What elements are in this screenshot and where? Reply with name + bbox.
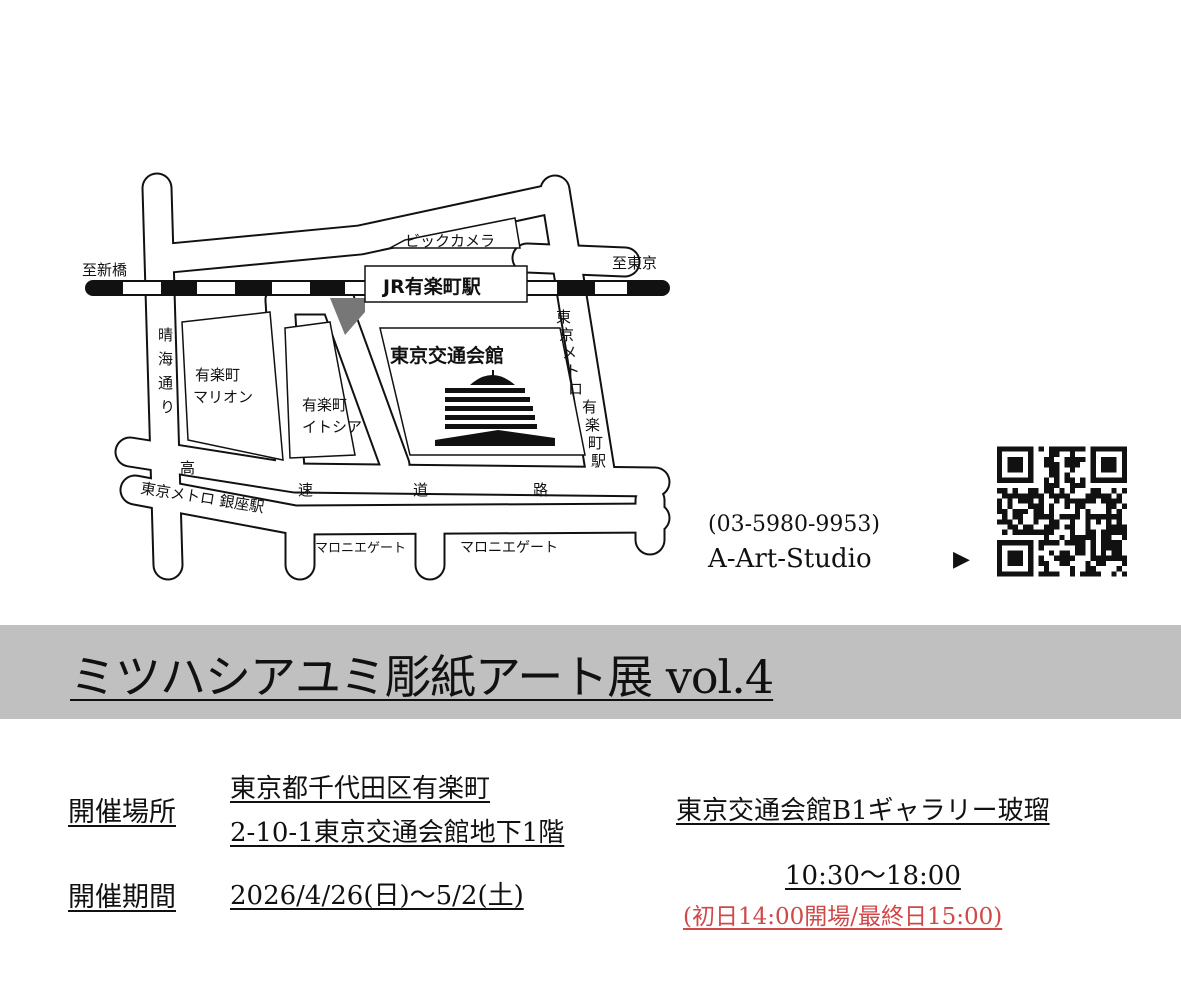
- svg-text:り: り: [160, 398, 175, 416]
- svg-text:路: 路: [533, 481, 548, 499]
- label-itocia-2: イトシア: [302, 418, 362, 436]
- label-itocia-1: 有楽町: [302, 396, 347, 414]
- venue-label: 開催場所: [68, 797, 176, 828]
- svg-text:楽: 楽: [585, 416, 600, 434]
- access-map: 至新橋 至東京 ビックカメラ JR有楽町駅 晴 海 通 り 有楽町 マリオン 有…: [82, 172, 671, 581]
- studio-name: A-Art-Studio: [708, 544, 872, 574]
- label-marronnier-gate-1: マロニエゲート: [315, 541, 406, 556]
- address-line-2: 2-10-1東京交通会館地下1階: [230, 818, 565, 848]
- label-highway: 高 速 道 路: [180, 459, 548, 499]
- exhibition-title: ミツハシアユミ彫紙アート展 vol.4: [70, 650, 774, 704]
- label-marion-1: 有楽町: [195, 366, 240, 384]
- label-to-shinbashi: 至新橋: [82, 261, 127, 279]
- label-harumi-dori: 晴 海 通 り: [158, 326, 175, 416]
- svg-text:町: 町: [588, 434, 603, 452]
- svg-text:通: 通: [158, 374, 173, 392]
- label-metro-yurakucho: 東 京 メ ト ロ 有 楽 町 駅: [556, 308, 606, 470]
- jr-station-box: [364, 265, 528, 303]
- label-jr-yurakucho-station: JR有楽町駅: [381, 275, 482, 298]
- qr-code[interactable]: [997, 446, 1127, 577]
- exhibition-dates: 2026/4/26(日)〜5/2(土): [230, 881, 524, 911]
- label-to-tokyo: 至東京: [612, 254, 657, 272]
- svg-text:高: 高: [180, 459, 195, 477]
- svg-text:速: 速: [298, 481, 313, 499]
- svg-text:ト: ト: [565, 362, 580, 380]
- label-kotsu-kaikan: 東京交通会館: [390, 344, 504, 367]
- svg-text:道: 道: [413, 481, 428, 499]
- svg-text:京: 京: [559, 326, 574, 344]
- arrow-right-icon: ▶: [953, 547, 970, 572]
- phone-number: (03-5980-9953): [708, 512, 881, 537]
- opening-hours: 10:30〜18:00: [785, 861, 961, 891]
- label-bic-camera: ビックカメラ: [405, 232, 495, 250]
- kotsu-kaikan-building-icon: [435, 370, 555, 446]
- svg-text:ロ: ロ: [568, 380, 583, 398]
- svg-text:駅: 駅: [591, 452, 606, 470]
- hours-note: (初日14:00開場/最終日15:00): [683, 904, 1003, 930]
- svg-text:東: 東: [556, 308, 571, 326]
- title-band: [0, 625, 1181, 719]
- venue-name: 東京交通会館B1ギャラリー玻瑠: [676, 796, 1050, 826]
- label-marronnier-gate-2: マロニエゲート: [460, 540, 558, 556]
- roads: [114, 172, 671, 581]
- label-marion-2: マリオン: [193, 388, 253, 406]
- svg-text:海: 海: [158, 350, 173, 368]
- address-line-1: 東京都千代田区有楽町: [230, 774, 491, 804]
- svg-text:晴: 晴: [158, 326, 173, 344]
- station-plaza: [330, 298, 365, 335]
- period-label: 開催期間: [68, 882, 176, 913]
- svg-text:メ: メ: [562, 344, 577, 362]
- svg-text:有: 有: [582, 398, 597, 416]
